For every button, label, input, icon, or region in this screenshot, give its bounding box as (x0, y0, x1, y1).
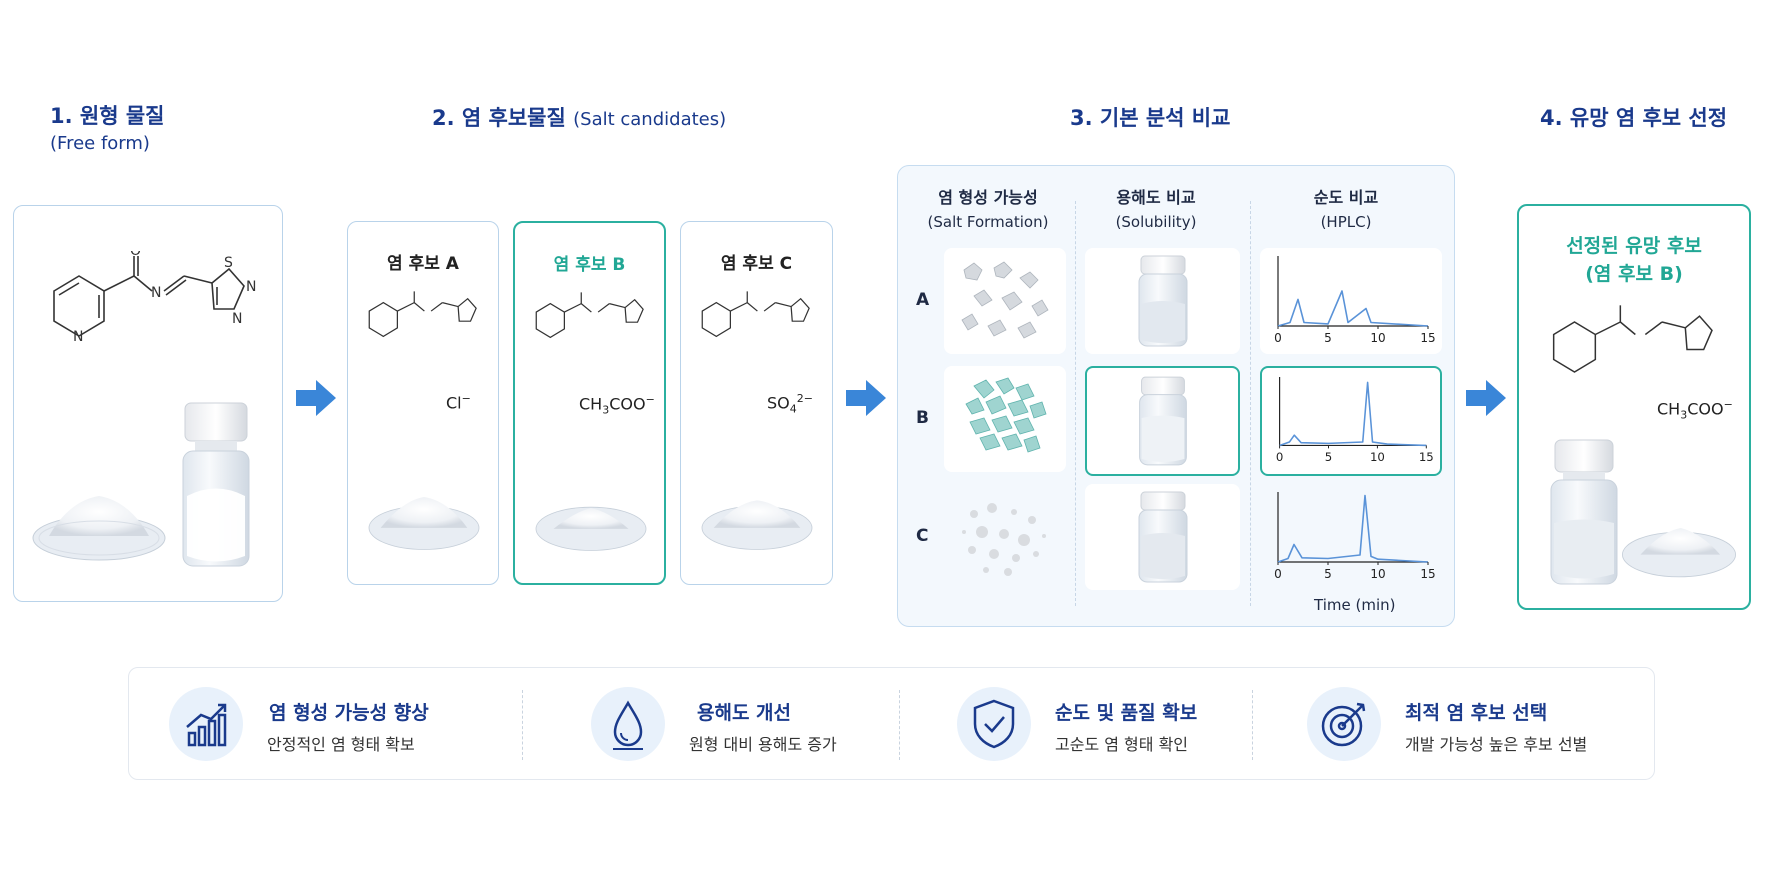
benefit-optimal-selection: 최적 염 후보 선택 개발 가능성 높은 후보 선별 (1307, 668, 1627, 781)
hplc-chart-c: 0 5 10 15 (1260, 484, 1442, 590)
flow-arrow-icon (296, 380, 336, 416)
candidate-c-label: 염 후보 C (720, 254, 793, 274)
benefit-salt-formation: 염 형성 가능성 향상 안정적인 염 형태 확보 (169, 668, 509, 781)
water-drop-icon (591, 687, 665, 761)
col-hplc: 순도 비교(HPLC) (1313, 188, 1379, 231)
petri-dish-powder (1622, 528, 1736, 578)
step-1-title: 1. 원형 물질 (Free form) (50, 102, 165, 158)
atom-n: N (246, 279, 256, 295)
chromatogram-line (1277, 494, 1429, 563)
x-tick-label: 0 (1276, 450, 1283, 464)
petri-dish-powder (535, 506, 647, 551)
x-tick-label: 10 (1370, 567, 1385, 581)
step-2-title: 2. 염 후보물질 (Salt candidates) (432, 106, 727, 130)
x-tick-label: 10 (1370, 331, 1385, 345)
selected-title: 선정된 유망 후보 (염 후보 B) (1566, 235, 1702, 285)
step-1-subtitle: (Free form) (50, 133, 150, 154)
x-tick-label: 10 (1370, 450, 1385, 464)
x-tick-label: 5 (1324, 567, 1332, 581)
atom-s: S (224, 255, 233, 271)
solubility-vial-c (1085, 484, 1240, 590)
x-tick-label: 0 (1274, 331, 1282, 345)
candidate-a-card: 염 후보 A Cl− (347, 221, 499, 585)
crystal-image-b (944, 366, 1066, 472)
vial-powder (182, 402, 250, 567)
petri-dish-powder (368, 497, 480, 550)
vial-solution (1550, 439, 1618, 585)
candidate-b-label: 염 후보 B (553, 255, 626, 275)
col-solubility: 용해도 비교(Solubility) (1115, 188, 1197, 231)
anion-selected: CH3COO− (1657, 398, 1733, 422)
chromatogram-line (1279, 381, 1427, 447)
petri-dish-powder (32, 496, 166, 561)
x-tick-label: 0 (1274, 567, 1282, 581)
flow-arrow-icon (1466, 380, 1506, 416)
time-axis-label: Time (min) (1314, 596, 1396, 614)
x-tick-label: 5 (1325, 450, 1332, 464)
hplc-chart-a: 0 5 10 15 (1260, 248, 1442, 354)
col-salt-formation: 염 형성 가능성(Salt Formation) (927, 188, 1049, 231)
crystal-image-a (944, 248, 1066, 354)
flow-arrow-icon (846, 380, 886, 416)
molecule-structure (1552, 305, 1713, 373)
row-label-c: C (916, 526, 929, 546)
petri-dish-powder (701, 500, 813, 550)
anion-c: SO42− (767, 392, 813, 416)
step-4-title: 4. 유망 염 후보 선정 (1540, 106, 1728, 130)
step-3-title: 3. 기본 분석 비교 (1070, 106, 1231, 130)
candidate-c-card: 염 후보 C SO42− (680, 221, 833, 585)
crystal-image-c (944, 484, 1066, 590)
atom-n: N (151, 285, 161, 301)
candidate-a-label: 염 후보 A (387, 254, 459, 274)
analysis-panel: 염 형성 가능성(Salt Formation) 용해도 비교(Solubili… (897, 165, 1455, 627)
row-label-a: A (916, 290, 930, 310)
solubility-vial-a (1085, 248, 1240, 354)
x-tick-label: 15 (1420, 331, 1435, 345)
benefits-bar: 염 형성 가능성 향상 안정적인 염 형태 확보 용해도 개선 원형 대비 용해… (128, 667, 1655, 780)
molecule-structure (701, 291, 810, 338)
growth-chart-icon (169, 687, 243, 761)
hplc-chart-b: 0 5 10 15 (1260, 366, 1442, 476)
target-icon (1307, 687, 1381, 761)
shield-check-icon (957, 687, 1031, 761)
atom-n: N (73, 329, 83, 345)
x-tick-label: 15 (1420, 567, 1435, 581)
benefit-solubility: 용해도 개선 원형 대비 용해도 증가 (591, 668, 911, 781)
solubility-vial-b (1085, 366, 1240, 476)
anion-a: Cl− (446, 392, 471, 413)
selected-candidate-panel: 선정된 유망 후보 (염 후보 B) CH3COO− (1517, 204, 1751, 610)
x-tick-label: 5 (1324, 331, 1332, 345)
free-form-panel: N O N S N N (13, 205, 283, 602)
step-2-subtitle: (Salt candidates) (573, 109, 727, 130)
x-tick-label: 15 (1419, 450, 1434, 464)
molecule-structure (368, 291, 477, 338)
atom-n: N (232, 311, 242, 327)
row-label-b: B (916, 408, 929, 428)
molecule-structure: N O N S N N (53, 251, 256, 345)
anion-b: CH3COO− (579, 393, 655, 417)
molecule-structure (535, 292, 644, 339)
candidate-b-card: 염 후보 B CH3COO− (513, 221, 666, 585)
atom-o: O (130, 251, 141, 259)
chromatogram-line (1277, 290, 1429, 327)
benefit-purity: 순도 및 품질 확보 고순도 염 형태 확인 (957, 668, 1277, 781)
